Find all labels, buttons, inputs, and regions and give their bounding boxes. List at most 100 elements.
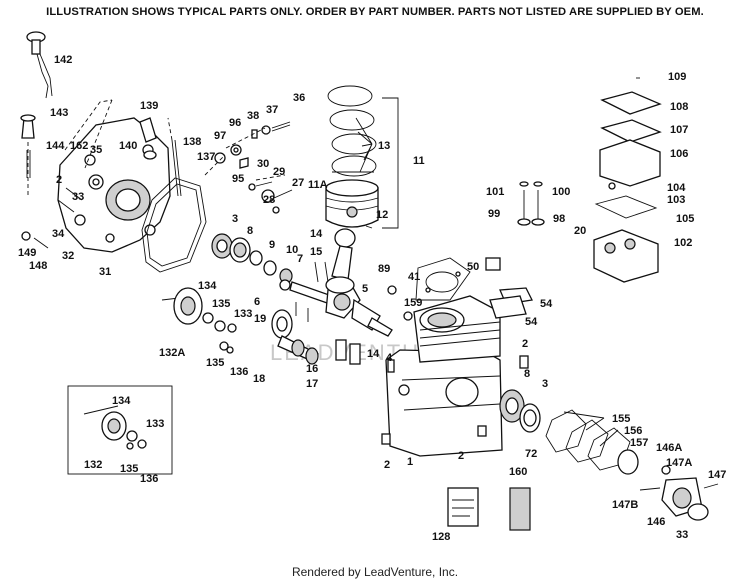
callout-54b: 54 [525,316,538,328]
callout-9: 9 [269,239,275,251]
callout-8a: 8 [247,225,253,237]
callout-98: 98 [553,213,565,225]
governor-gear-assembly [161,287,237,354]
callout-133b: 133 [146,418,164,430]
callout-159: 159 [404,297,422,309]
callout-147a: 147A [666,457,692,469]
callout-140: 140 [119,140,137,152]
callout-16: 16 [306,363,318,375]
callout-149: 149 [18,247,36,259]
callout-2d: 2 [458,450,464,462]
callout-108: 108 [670,101,688,113]
camshaft-part [271,302,319,365]
piston-rings [327,85,377,177]
callout-157: 157 [630,437,648,449]
callout-97: 97 [214,130,226,142]
callout-2a: 2 [56,174,62,186]
callout-11a: 11A [308,179,328,191]
callout-38: 38 [247,110,259,122]
callout-139: 139 [140,100,158,112]
callout-107: 107 [670,124,688,136]
callout-100: 100 [552,186,570,198]
callout-135b: 135 [206,357,224,369]
callout-50: 50 [467,261,479,273]
callout-3a: 3 [232,213,238,225]
callout-160: 160 [509,466,527,478]
callout-30: 30 [257,158,269,170]
piston-part [325,179,379,229]
callout-1: 1 [407,456,413,468]
crankshaft-part [279,279,393,337]
footer-credit: Rendered by LeadVenture, Inc. [291,565,459,579]
header-note: ILLUSTRATION SHOWS TYPICAL PARTS ONLY. O… [46,6,704,18]
hardware-cluster [214,121,293,214]
callout-146a: 146A [656,442,682,454]
callout-162: 162 [70,140,88,152]
callout-33a: 33 [72,191,84,203]
callout-35: 35 [90,144,102,156]
valve-cover-stack [593,77,662,283]
callout-138: 138 [183,136,201,148]
callout-102: 102 [674,237,692,249]
breather-parts [485,257,533,319]
callout-37: 37 [266,104,278,116]
callout-11: 11 [413,155,425,167]
callout-99: 99 [488,208,500,220]
plugs-fittings [381,285,529,445]
callout-103: 103 [667,194,685,206]
callout-148: 148 [29,260,47,272]
callout-135c: 135 [120,463,138,475]
callout-13: 13 [378,140,390,152]
callout-136a: 136 [230,366,248,378]
callout-4: 4 [386,352,393,364]
callout-6: 6 [254,296,260,308]
callout-10: 10 [286,244,298,256]
callout-134a: 134 [198,280,217,292]
callout-135a: 135 [212,298,230,310]
callout-54a: 54 [540,298,553,310]
callout-89: 89 [378,263,390,275]
bearing-housing-part [639,465,719,521]
callout-109: 109 [668,71,686,83]
dipstick-assembly [20,31,53,196]
inset-box [67,385,173,475]
callout-17: 17 [306,378,318,390]
callout-128: 128 [432,531,450,543]
callout-134b: 134 [112,395,131,407]
callout-101: 101 [486,186,504,198]
callout-36: 36 [293,92,305,104]
callout-18: 18 [253,373,265,385]
callout-32: 32 [62,250,74,262]
callout-12: 12 [376,209,388,221]
callout-29: 29 [273,166,285,178]
callout-132a: 132A [159,347,185,359]
callout-2c: 2 [384,459,390,471]
callout-28: 28 [263,194,275,206]
callout-72: 72 [525,448,537,460]
gasket-part [141,177,207,273]
callout-106: 106 [670,148,688,160]
connecting-rod-part [314,228,356,294]
callout-8b: 8 [524,368,530,380]
callout-143: 143 [50,107,68,119]
callout-33b: 33 [676,529,688,541]
callout-156: 156 [624,425,642,437]
callout-3b: 3 [542,378,548,390]
callout-20: 20 [574,225,586,237]
decal-parts [447,487,531,531]
crankcase-cover-part [57,117,171,253]
callout-132: 132 [84,459,102,471]
callout-105: 105 [676,213,694,225]
callout-104: 104 [667,182,686,194]
callout-14a: 14 [310,228,323,240]
cover-hardware [21,174,104,249]
bearing-seal-set-right [499,389,639,475]
callout-146: 146 [647,516,665,528]
callout-147: 147 [708,469,726,481]
callout-5: 5 [362,283,368,295]
callout-14b: 14 [367,348,380,360]
callout-133a: 133 [234,308,252,320]
callout-96: 96 [229,117,241,129]
callout-136b: 136 [140,473,158,485]
head-gasket-part [415,257,471,301]
